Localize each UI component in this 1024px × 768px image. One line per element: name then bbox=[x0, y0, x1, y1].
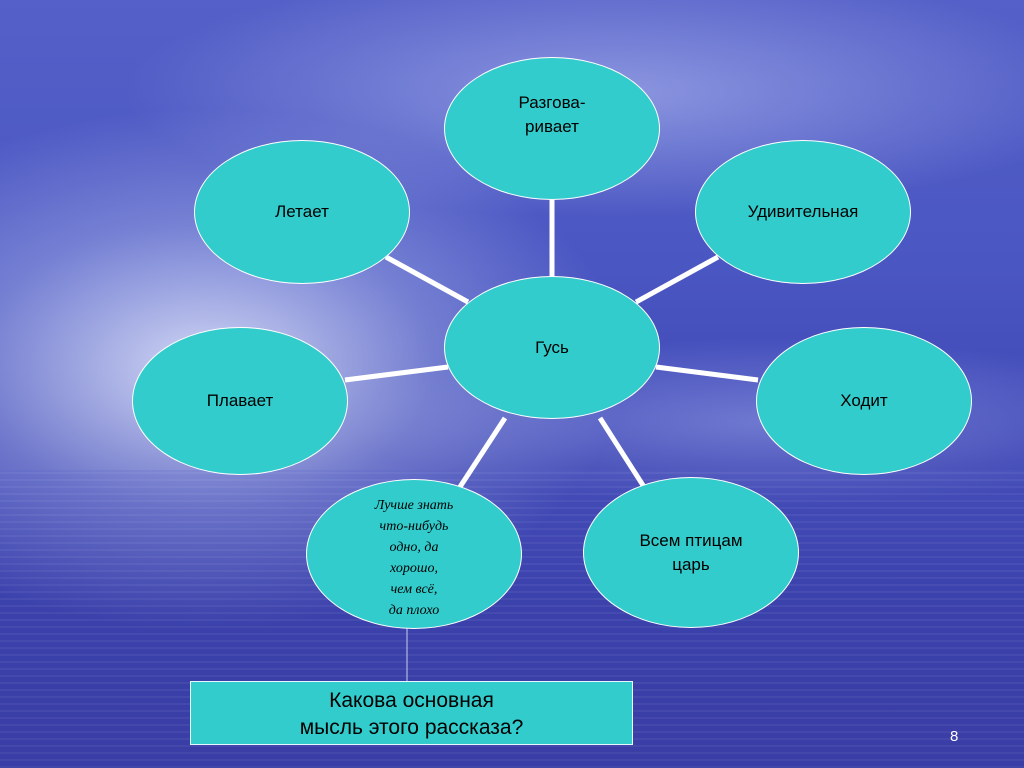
node-left-label: Плавает bbox=[206, 391, 274, 410]
node-top: Разгова- ривает bbox=[444, 57, 660, 200]
node-left: Плавает bbox=[132, 327, 348, 475]
node-right-label: Ходит bbox=[840, 391, 888, 410]
node-bottom-left: Лучше знать что-нибудь одно, да хорошо, … bbox=[306, 479, 522, 629]
node-bottom-right-line-1: Всем птицам bbox=[639, 530, 743, 550]
question-line-2: мысль этого рассказа? bbox=[299, 716, 524, 739]
proverb-line-6: да плохо bbox=[388, 603, 440, 618]
node-top-left-label: Летает bbox=[275, 202, 329, 221]
node-center: Гусь bbox=[444, 276, 660, 419]
node-bottom-right-line-2: царь bbox=[672, 554, 710, 574]
connector-top-left bbox=[384, 254, 470, 305]
node-top-right-label: Удивительная bbox=[747, 202, 859, 221]
connector-bottom-left bbox=[453, 416, 508, 495]
question-line-1: Какова основная bbox=[329, 689, 494, 712]
node-top-line-2: ривает bbox=[525, 116, 579, 136]
node-center-label: Гусь bbox=[535, 337, 569, 357]
node-right: Ходит bbox=[756, 327, 972, 475]
question-box: Какова основная мысль этого рассказа? bbox=[190, 681, 633, 745]
node-top-line-1: Разгова- bbox=[518, 92, 586, 112]
proverb-line-4: хорошо, bbox=[390, 561, 438, 576]
connector-left bbox=[344, 364, 449, 383]
node-top-right: Удивительная bbox=[695, 140, 911, 284]
node-top-left: Летает bbox=[194, 140, 410, 284]
connector-top-right bbox=[634, 254, 720, 305]
slide-number: 8 bbox=[950, 728, 959, 745]
connector-bottom-right bbox=[597, 416, 649, 492]
connector-right bbox=[655, 364, 759, 383]
proverb-line-2: что-нибудь bbox=[379, 519, 449, 534]
node-bottom-right: Всем птицам царь bbox=[583, 477, 799, 628]
proverb-line-3: одно, да bbox=[389, 540, 439, 555]
proverb-line-5: чем всё, bbox=[390, 582, 438, 597]
proverb-line-1: Лучше знать bbox=[374, 498, 454, 513]
